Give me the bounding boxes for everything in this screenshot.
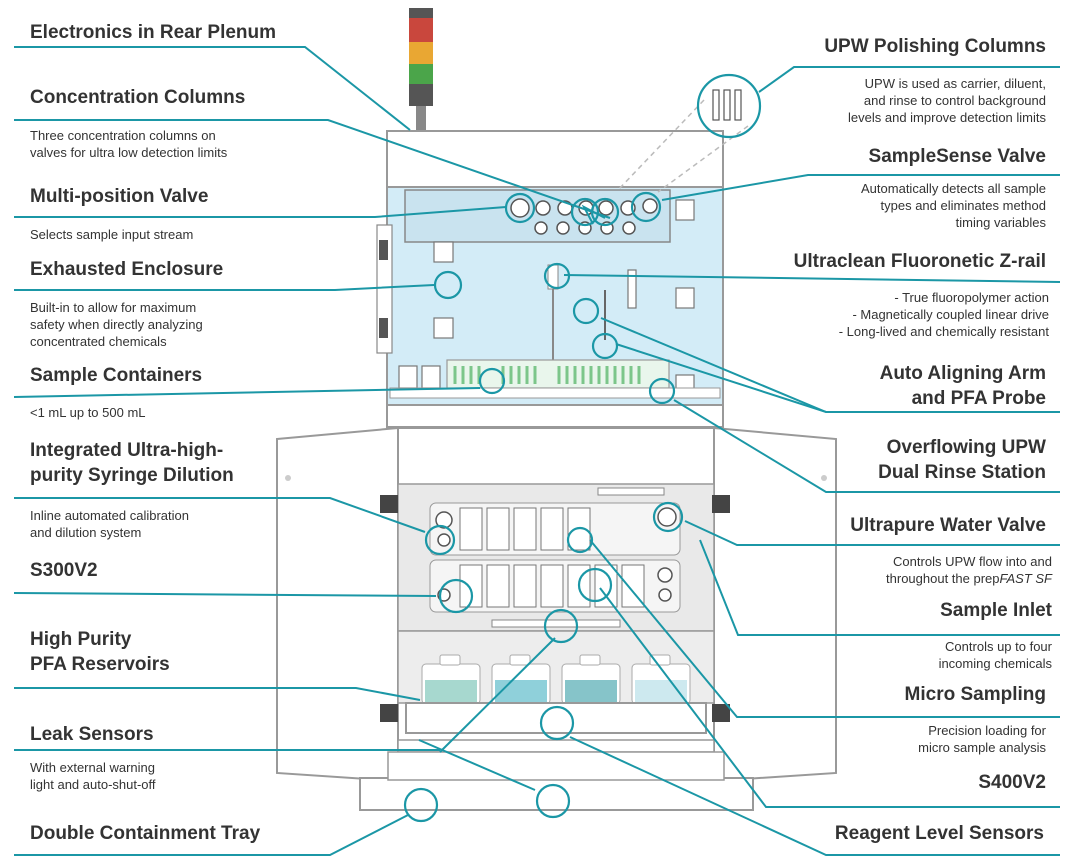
light-green [409, 64, 433, 84]
desc-ultrapure-water-valve-line2: throughout the prepFAST SF [886, 570, 1052, 587]
light-amber [409, 42, 433, 64]
desc-ultrapure-water-valve-line1: Controls UPW flow into and [893, 554, 1052, 569]
desc-syringe-dilution: Inline automated calibration and dilutio… [30, 508, 189, 540]
desc-samplesense-valve: Automatically detects all sample types a… [861, 181, 1046, 230]
desc-exhausted-enclosure: Built-in to allow for maximum safety whe… [30, 300, 203, 349]
desc-ultrapure-water-valve: Controls UPW flow into and throughout th… [886, 553, 1052, 587]
light-red [409, 18, 433, 42]
label-s300v2: S300V2 [30, 560, 98, 581]
label-leak-sensors: Leak Sensors [30, 724, 154, 745]
left-door [276, 426, 399, 783]
label-sample-containers: Sample Containers [30, 365, 203, 386]
desc-concentration-columns: Three concentration columns on valves fo… [30, 128, 228, 160]
desc-sample-inlet: Controls up to four incoming chemicals [938, 639, 1052, 671]
desc-micro-sampling: Precision loading for micro sample analy… [918, 723, 1046, 755]
callout-lines [13, 46, 1061, 856]
desc-uwv-line2-italic: FAST SF [999, 571, 1052, 586]
label-reagent-level-sensors: Reagent Level Sensors [834, 823, 1044, 844]
label-s400v2: S400V2 [978, 772, 1046, 793]
label-multi-position-valve: Multi-position Valve [30, 186, 209, 207]
label-dual-rinse-station: Overflowing UPW Dual Rinse Station [878, 437, 1046, 483]
desc-z-rail: - True fluoropolymer action - Magnetical… [838, 290, 1049, 339]
label-pfa-reservoirs: High Purity PFA Reservoirs [30, 629, 170, 675]
double-containment-tray [359, 777, 754, 811]
desc-sample-containers: <1 mL up to 500 mL [30, 405, 146, 420]
label-samplesense-valve: SampleSense Valve [868, 146, 1046, 167]
desc-upw-polishing-columns: UPW is used as carrier, diluent, and rin… [848, 76, 1046, 125]
label-concentration-columns: Concentration Columns [30, 87, 246, 108]
label-micro-sampling: Micro Sampling [904, 684, 1046, 705]
label-ultrapure-water-valve: Ultrapure Water Valve [850, 515, 1046, 536]
label-auto-aligning-arm: Auto Aligning Arm and PFA Probe [879, 363, 1046, 409]
label-z-rail: Ultraclean Fluoronetic Z-rail [793, 251, 1046, 272]
label-upw-polishing-columns: UPW Polishing Columns [824, 36, 1046, 57]
desc-uwv-line2-plain: throughout the prep [886, 571, 1000, 586]
callout-circles [403, 73, 762, 823]
reservoir-liquid-1 [425, 680, 477, 702]
reservoir-liquid-3 [565, 680, 617, 702]
label-sample-inlet: Sample Inlet [940, 600, 1052, 621]
label-double-containment-tray: Double Containment Tray [30, 823, 261, 844]
label-exhausted-enclosure: Exhausted Enclosure [30, 259, 224, 280]
label-electronics-rear-plenum: Electronics in Rear Plenum [30, 22, 277, 43]
desc-leak-sensors: With external warning light and auto-shu… [30, 760, 156, 792]
desc-multi-position-valve: Selects sample input stream [30, 227, 194, 242]
right-door [713, 426, 837, 783]
signal-light-tower [409, 8, 433, 132]
label-syringe-dilution: Integrated Ultra-high- purity Syringe Di… [30, 440, 234, 486]
lower-cabinet [276, 426, 837, 811]
